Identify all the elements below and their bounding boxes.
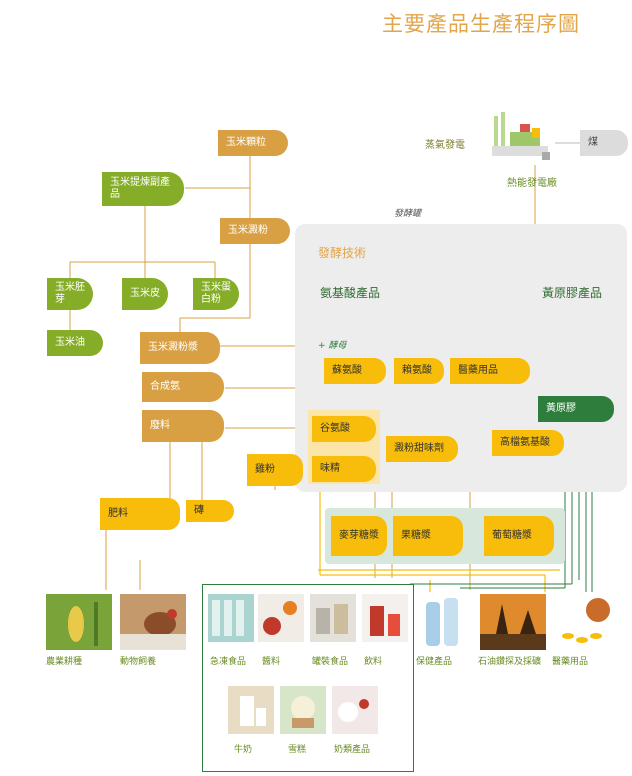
product-label: 醫藥用品 bbox=[552, 657, 589, 667]
oil-drilling-photo bbox=[480, 594, 546, 650]
fructose-node: 果糖漿 bbox=[393, 516, 463, 556]
starch-sweetener-node: 澱粉甜味劑 bbox=[386, 436, 458, 462]
product-label: 牛奶 bbox=[234, 745, 253, 755]
coal-node: 煤 bbox=[580, 130, 628, 156]
msg-node: 味精 bbox=[312, 456, 376, 482]
product-label: 保健產品 bbox=[416, 657, 453, 667]
xanthan-node: 黃原膠 bbox=[538, 396, 614, 422]
brick-node: 磚 bbox=[186, 500, 234, 522]
product-label: 農業耕種 bbox=[46, 657, 83, 667]
lysine-node: 賴氨酸 bbox=[394, 358, 444, 384]
waste-node: 廢料 bbox=[142, 410, 224, 442]
starch-milk-node: 玉米澱粉漿 bbox=[140, 332, 220, 364]
milk-photo bbox=[228, 686, 274, 734]
corn-starch-node: 玉米澱粉 bbox=[220, 218, 290, 244]
steam-power-label: 蒸氣發電 bbox=[425, 140, 465, 151]
pharma-photo bbox=[552, 594, 618, 650]
high-amino-node: 高檔氨基酸 bbox=[492, 430, 564, 456]
frozen-food-photo bbox=[208, 594, 254, 642]
ice-cream-photo bbox=[280, 686, 326, 734]
fertilizer-node: 肥料 bbox=[100, 498, 180, 530]
livestock-photo bbox=[120, 594, 186, 650]
health-product-photo bbox=[420, 594, 470, 650]
dairy-photo bbox=[332, 686, 378, 734]
fermenter-label: 發酵罐 bbox=[394, 209, 422, 219]
corn-grain-node: 玉米顆粒 bbox=[218, 130, 288, 156]
amino-products-title: 氨基酸產品 bbox=[320, 286, 381, 300]
product-label: 飲料 bbox=[364, 657, 383, 667]
canned-food-photo bbox=[310, 594, 356, 642]
product-label: 奶類產品 bbox=[334, 745, 371, 755]
yeast-label: + 酵母 bbox=[318, 341, 347, 351]
product-label: 動物飼養 bbox=[120, 657, 157, 667]
corn-refined-node: 玉米提煉副產品 bbox=[102, 172, 184, 206]
factory-icon bbox=[492, 112, 556, 164]
gelatin-products-title: 黃原膠產品 bbox=[542, 286, 603, 300]
sauce-photo bbox=[258, 594, 304, 642]
maltose-node: 麥芽糖漿 bbox=[331, 516, 387, 556]
glutamic-node: 谷氨酸 bbox=[312, 416, 376, 442]
fermentation-title: 發酵技術 bbox=[318, 246, 367, 260]
chicken-powder-node: 雞粉 bbox=[247, 454, 303, 486]
product-label: 急凍食品 bbox=[210, 657, 247, 667]
product-label: 雪糕 bbox=[288, 745, 307, 755]
corn-protein-node: 玉米蛋白粉 bbox=[193, 278, 239, 310]
food-products-box bbox=[202, 584, 414, 772]
beverage-photo bbox=[362, 594, 408, 642]
page-title: 主要產品生產程序圖 bbox=[382, 12, 580, 36]
corn-oil-node: 玉米油 bbox=[47, 330, 103, 356]
product-label: 醬料 bbox=[262, 657, 281, 667]
product-label: 罐裝食品 bbox=[312, 657, 349, 667]
glucose-node: 葡萄糖漿 bbox=[484, 516, 554, 556]
synth-ammonia-node: 合成氨 bbox=[142, 372, 224, 402]
farming-photo bbox=[46, 594, 112, 650]
power-plant-label: 熱能發電廠 bbox=[507, 178, 557, 189]
corn-bran-node: 玉米皮 bbox=[122, 278, 168, 310]
product-label: 石油鑽探及採礦 bbox=[478, 657, 542, 667]
medical-node: 醫藥用品 bbox=[450, 358, 530, 384]
threonine-node: 蘇氨酸 bbox=[324, 358, 386, 384]
corn-germ-node: 玉米胚芽 bbox=[47, 278, 93, 310]
